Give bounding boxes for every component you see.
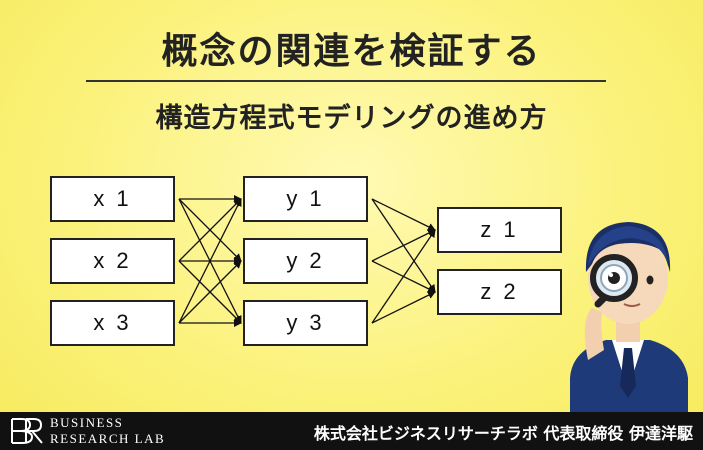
page-title: 概念の関連を検証する	[161, 31, 542, 72]
node-y3: y 3	[243, 300, 368, 346]
node-y1: y 1	[243, 176, 368, 222]
arrow-y2-to-z1	[371, 229, 436, 262]
arrow-y3-to-z1	[371, 229, 436, 324]
node-x3: x 3	[50, 300, 175, 346]
logo-text-line2: RESEARCH LAB	[50, 431, 166, 446]
footer-bar: BUSINESS RESEARCH LAB 株式会社ビジネスリサーチラボ 代表取…	[0, 412, 703, 450]
arrow-x3-to-y1	[178, 198, 242, 324]
page-subtitle: 構造方程式モデリングの進め方	[155, 103, 548, 134]
node-z2: z 2	[437, 269, 562, 315]
brl-logo-icon	[11, 418, 43, 444]
arrow-y1-to-z1	[371, 198, 436, 231]
node-x2: x 2	[50, 238, 175, 284]
node-z1: z 1	[437, 207, 562, 253]
person-with-magnifier-illustration	[570, 222, 688, 412]
node-y2: y 2	[243, 238, 368, 284]
author-credit: 株式会社ビジネスリサーチラボ 代表取締役 伊達洋駆	[313, 424, 693, 443]
arrow-y3-to-z2	[371, 291, 436, 324]
node-x1: x 1	[50, 176, 175, 222]
logo-text-line1: BUSINESS	[50, 415, 124, 430]
arrow-x3-to-y2	[178, 260, 242, 324]
arrow-x2-to-y1	[178, 198, 242, 262]
title-divider	[86, 80, 606, 82]
